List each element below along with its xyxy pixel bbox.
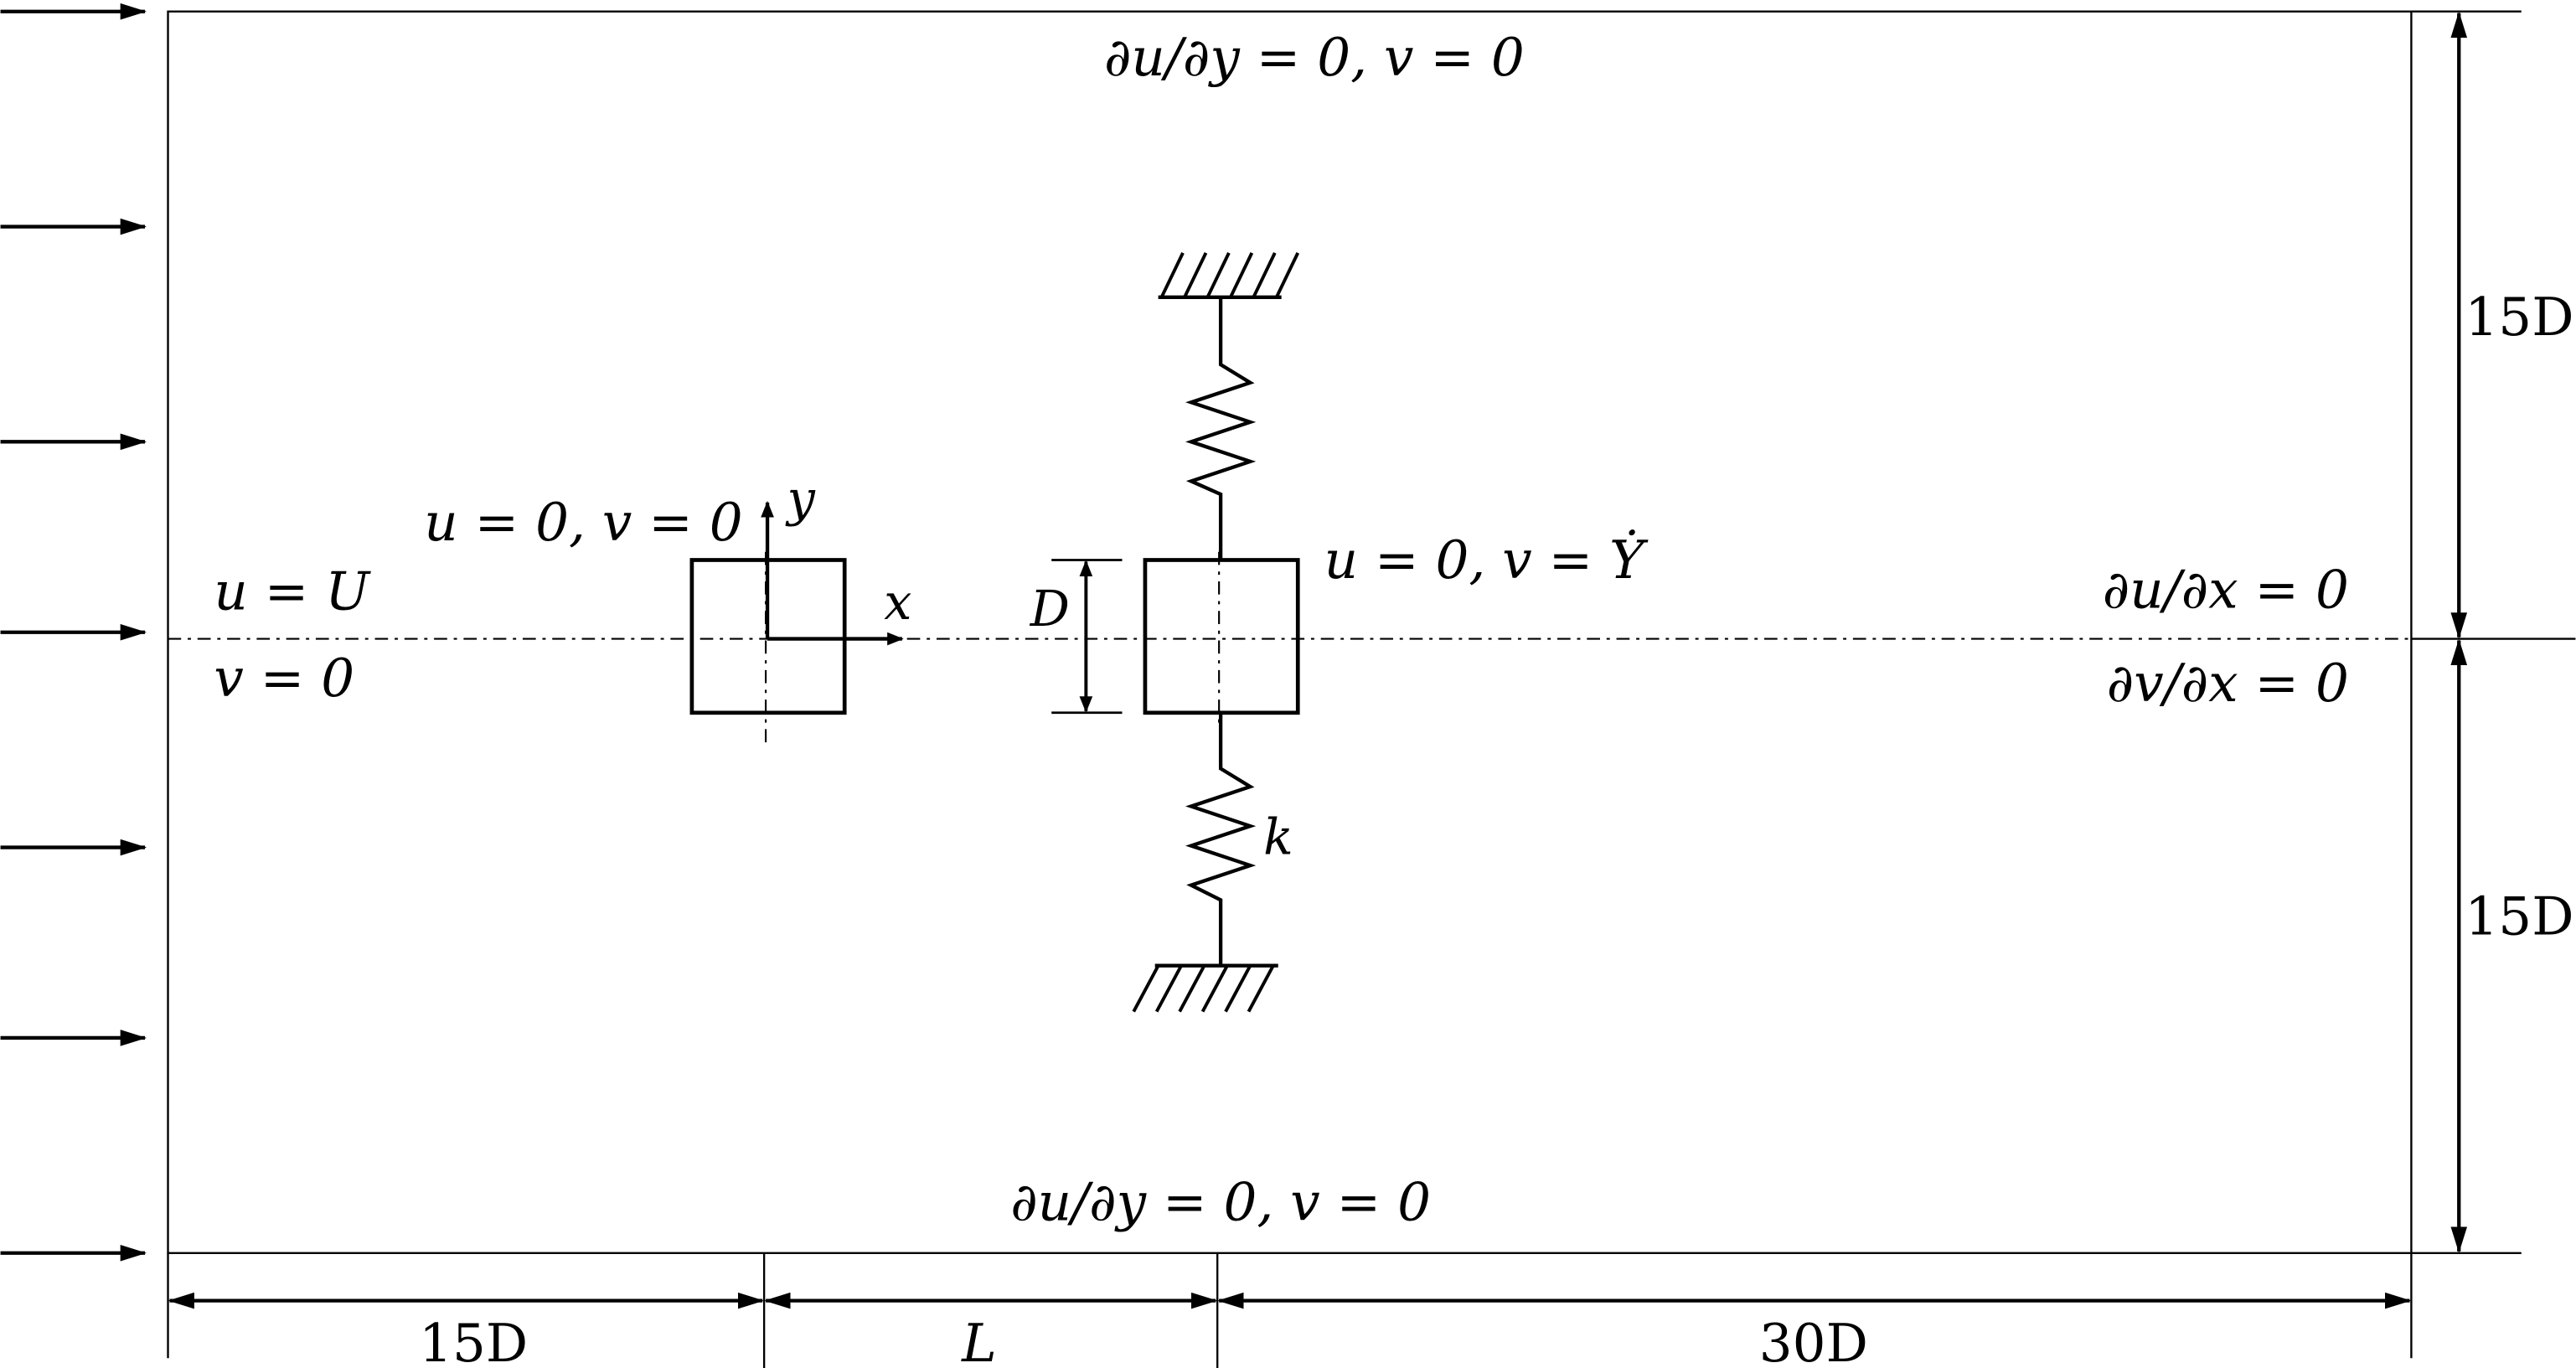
dim-right-top-label: 15D: [2465, 287, 2573, 348]
diameter-label: D: [1030, 580, 1070, 638]
upper-spring-support: [1158, 252, 1300, 560]
inlet-arrows: [0, 3, 147, 1262]
upstream-cylinder-condition: u = 0, v = 0: [424, 492, 742, 553]
right-dimensions: [2411, 10, 2576, 1254]
dim-bottom-mid-label: L: [961, 1313, 997, 1368]
inlet-v-condition: v = 0: [214, 648, 354, 709]
downstream-square-cylinder: [1143, 558, 1300, 715]
outlet-v-condition: ∂v/∂x = 0: [2107, 653, 2349, 714]
spring-stiffness-label: k: [1263, 808, 1293, 865]
lower-ground-hatch: [1132, 964, 1275, 1013]
y-axis-label: y: [785, 470, 816, 528]
downstream-cylinder-condition: u = 0, v = Ẏ: [1324, 529, 1649, 591]
dim-bottom-right-label: 30D: [1759, 1313, 1868, 1368]
x-axis-label: x: [884, 573, 911, 631]
dim-right-bottom-label: 15D: [2465, 885, 2573, 947]
domain-boundary: [167, 10, 2413, 1254]
lower-spring-support: [1132, 712, 1278, 1013]
top-boundary-condition: ∂u/∂y = 0, v = 0: [1104, 27, 1525, 88]
lower-spring: [1185, 712, 1257, 966]
inlet-u-condition: u = U: [214, 560, 371, 622]
upper-spring: [1185, 297, 1257, 560]
dim-bottom-left-label: 15D: [419, 1313, 528, 1368]
upper-ground-hatch: [1159, 252, 1300, 298]
bottom-boundary-condition: ∂u/∂y = 0, v = 0: [1010, 1172, 1431, 1233]
bottom-dimensions: [167, 1252, 2413, 1368]
outlet-u-condition: ∂u/∂x = 0: [2103, 559, 2349, 620]
